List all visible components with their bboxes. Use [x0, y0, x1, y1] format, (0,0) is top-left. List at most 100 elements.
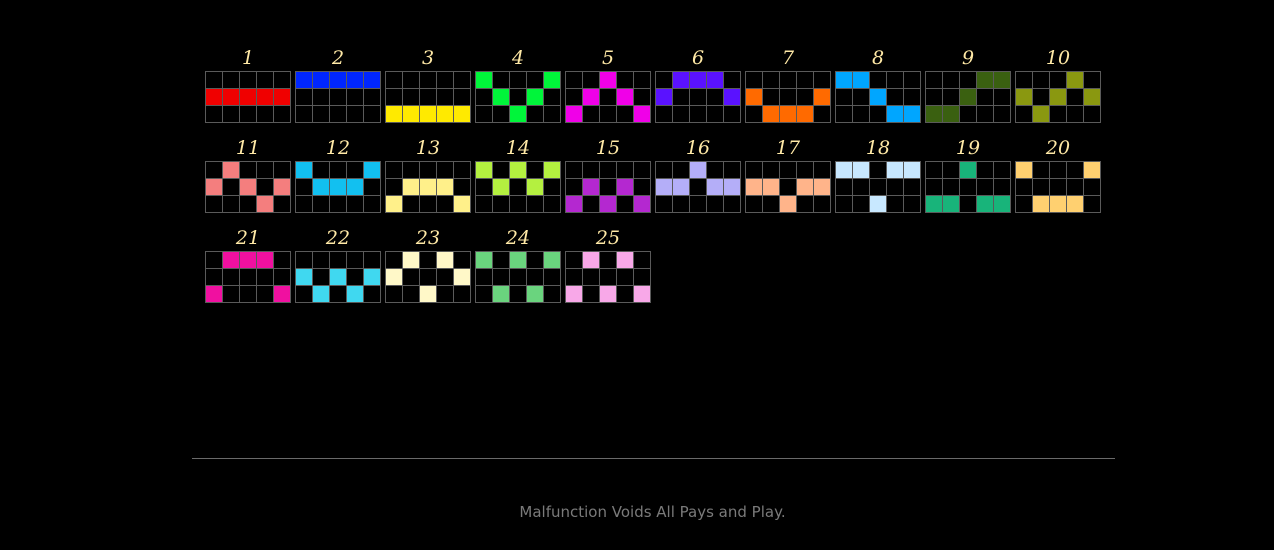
- payline-cell: [437, 162, 454, 179]
- payline-cell: [386, 72, 403, 89]
- payline-cell: [330, 286, 347, 303]
- payline-grid: [295, 161, 381, 213]
- payline-cell: [437, 89, 454, 106]
- payline-cell: [386, 286, 403, 303]
- payline-cell: [853, 89, 870, 106]
- payline-cell: [437, 286, 454, 303]
- payline-cell: [274, 196, 291, 213]
- payline-cell-active: [403, 179, 420, 196]
- payline-cell: [257, 269, 274, 286]
- payline-18: 18: [835, 135, 921, 213]
- payline-grid: [745, 71, 831, 123]
- payline-cell-active: [313, 179, 330, 196]
- payline-cell: [347, 162, 364, 179]
- payline-23: 23: [385, 225, 471, 303]
- payline-cell: [977, 106, 994, 123]
- payline-cell-active: [1033, 196, 1050, 213]
- payline-cell: [583, 196, 600, 213]
- payline-cell-active: [960, 162, 977, 179]
- payline-cell-active: [600, 196, 617, 213]
- payline-cell-active: [583, 252, 600, 269]
- payline-cell-active: [544, 72, 561, 89]
- payline-cell: [527, 72, 544, 89]
- payline-cell-active: [330, 179, 347, 196]
- payline-cell-active: [707, 179, 724, 196]
- payline-cell: [206, 252, 223, 269]
- payline-cell: [544, 196, 561, 213]
- payline-number: 17: [775, 137, 801, 159]
- payline-cell-active: [330, 72, 347, 89]
- payline-cell-active: [527, 89, 544, 106]
- payline-cell: [583, 269, 600, 286]
- payline-cell: [926, 162, 943, 179]
- payline-cell: [870, 72, 887, 89]
- payline-cell: [527, 269, 544, 286]
- payline-cell: [943, 72, 960, 89]
- payline-cell: [746, 162, 763, 179]
- payline-cell: [257, 106, 274, 123]
- payline-number: 3: [421, 47, 435, 69]
- payline-cell: [656, 106, 673, 123]
- payline-cell: [223, 286, 240, 303]
- payline-cell: [1050, 162, 1067, 179]
- payline-cell: [493, 196, 510, 213]
- payline-grid: [1015, 71, 1101, 123]
- payline-cell: [1033, 89, 1050, 106]
- payline-22: 22: [295, 225, 381, 303]
- payline-cell-active: [510, 252, 527, 269]
- payline-cell: [690, 196, 707, 213]
- payline-cell: [904, 196, 921, 213]
- payline-cell: [476, 269, 493, 286]
- payline-cell: [313, 196, 330, 213]
- payline-cell: [926, 179, 943, 196]
- payline-6: 6: [655, 45, 741, 123]
- payline-cell: [454, 72, 471, 89]
- payline-cell: [814, 106, 831, 123]
- payline-cell: [274, 106, 291, 123]
- payline-cell: [600, 106, 617, 123]
- payline-cell: [977, 179, 994, 196]
- payline-cell-active: [904, 106, 921, 123]
- payline-cell-active: [724, 89, 741, 106]
- payline-cell: [296, 196, 313, 213]
- payline-cell-active: [274, 89, 291, 106]
- payline-cell-active: [544, 162, 561, 179]
- payline-cell-active: [887, 106, 904, 123]
- payline-number: 24: [505, 227, 531, 249]
- payline-cell-active: [223, 162, 240, 179]
- payline-cell-active: [386, 106, 403, 123]
- payline-cell-active: [223, 89, 240, 106]
- payline-cell: [347, 106, 364, 123]
- payline-cell: [1016, 179, 1033, 196]
- payline-cell-active: [527, 286, 544, 303]
- payline-cell: [347, 252, 364, 269]
- payline-cell: [420, 72, 437, 89]
- payline-cell: [887, 72, 904, 89]
- payline-cell-active: [437, 252, 454, 269]
- payline-number: 15: [595, 137, 621, 159]
- payline-cell-active: [274, 286, 291, 303]
- payline-1: 1: [205, 45, 291, 123]
- payline-cell-active: [634, 196, 651, 213]
- payline-cell-active: [386, 196, 403, 213]
- payline-cell: [274, 162, 291, 179]
- payline-cell: [403, 196, 420, 213]
- payline-cell-active: [1084, 89, 1101, 106]
- payline-cell: [223, 106, 240, 123]
- payline-cell-active: [347, 286, 364, 303]
- payline-cell: [386, 252, 403, 269]
- payline-cell: [1067, 162, 1084, 179]
- payline-grid: [835, 71, 921, 123]
- payline-cell-active: [330, 269, 347, 286]
- payline-cell-active: [476, 72, 493, 89]
- payline-cell: [583, 286, 600, 303]
- payline-cell: [1067, 106, 1084, 123]
- payline-cell: [566, 179, 583, 196]
- payline-cell: [617, 269, 634, 286]
- payline-7: 7: [745, 45, 831, 123]
- payline-cell: [943, 89, 960, 106]
- payline-number: 5: [601, 47, 615, 69]
- payline-grid: [385, 251, 471, 303]
- payline-cell: [386, 162, 403, 179]
- payline-cell-active: [493, 89, 510, 106]
